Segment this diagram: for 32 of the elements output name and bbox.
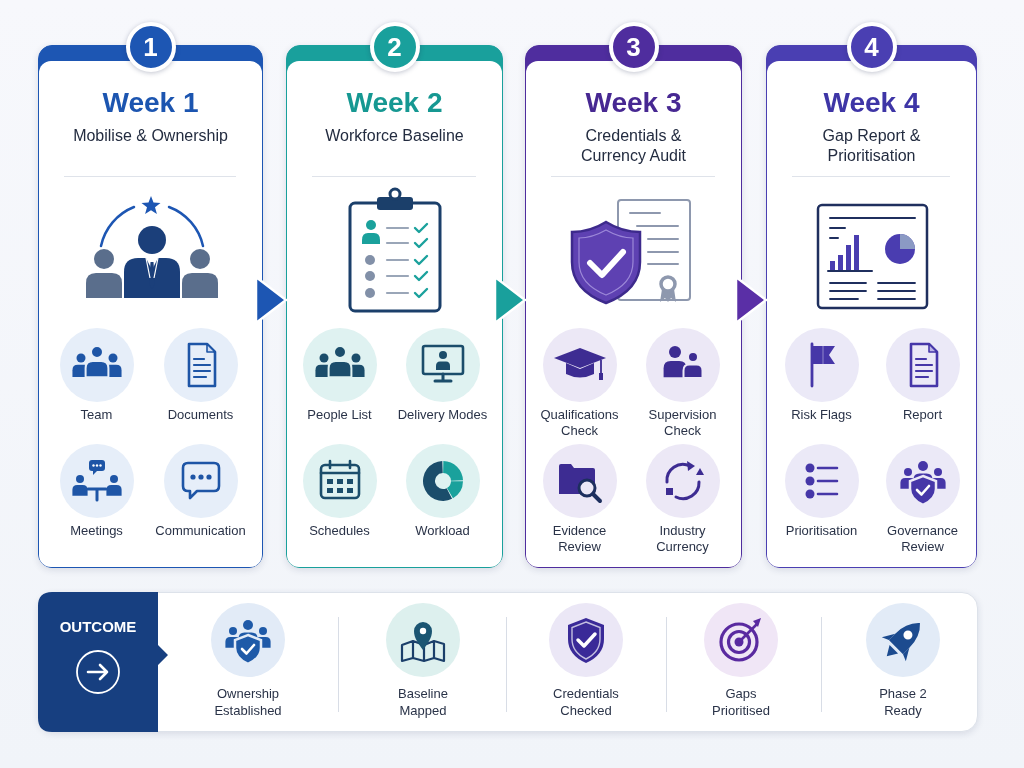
topic-label: Prioritisation — [784, 522, 859, 539]
topic-label: Governance Review — [886, 522, 959, 555]
topic-label: People List — [306, 406, 373, 423]
week-subtitle: Workforce Baseline — [325, 126, 464, 146]
topic-label: Meetings — [69, 522, 124, 539]
topic-label: Report — [902, 406, 943, 423]
outcome-label: Baseline Mapped — [397, 685, 449, 719]
topic-label: Industry Currency — [655, 522, 710, 555]
week-subtitle: Credentials & Currency Audit — [580, 126, 687, 166]
outcome-tab — [38, 592, 170, 732]
outcome-label: Phase 2 Ready — [878, 685, 928, 719]
topic-label: Qualifications Check — [539, 406, 620, 439]
week-subtitle: Mobilise & Ownership — [73, 126, 228, 146]
week-title: Week 4 — [822, 86, 921, 120]
topic-label: Communication — [154, 522, 247, 539]
outcome-label: Gaps Prioritised — [711, 685, 771, 719]
week-subtitle: Gap Report & Prioritisation — [821, 126, 922, 166]
topic-label: Evidence Review — [551, 522, 608, 555]
topic-label: Workload — [414, 522, 471, 539]
outcome-panel — [38, 592, 978, 732]
topic-label: Delivery Modes — [396, 406, 489, 423]
topic-label: Supervision Check — [647, 406, 718, 439]
week-title: Week 3 — [584, 86, 683, 120]
week-title: Week 1 — [101, 86, 200, 120]
topic-label: Schedules — [308, 522, 371, 539]
outcome-label: Ownership Established — [213, 685, 283, 719]
week-title: Week 2 — [345, 86, 444, 120]
topic-label: Team — [79, 406, 114, 423]
topic-label: Documents — [166, 406, 235, 423]
outcome-heading: OUTCOME — [58, 617, 138, 637]
topic-label: Risk Flags — [790, 406, 853, 423]
outcome-label: Credentials Checked — [552, 685, 620, 719]
